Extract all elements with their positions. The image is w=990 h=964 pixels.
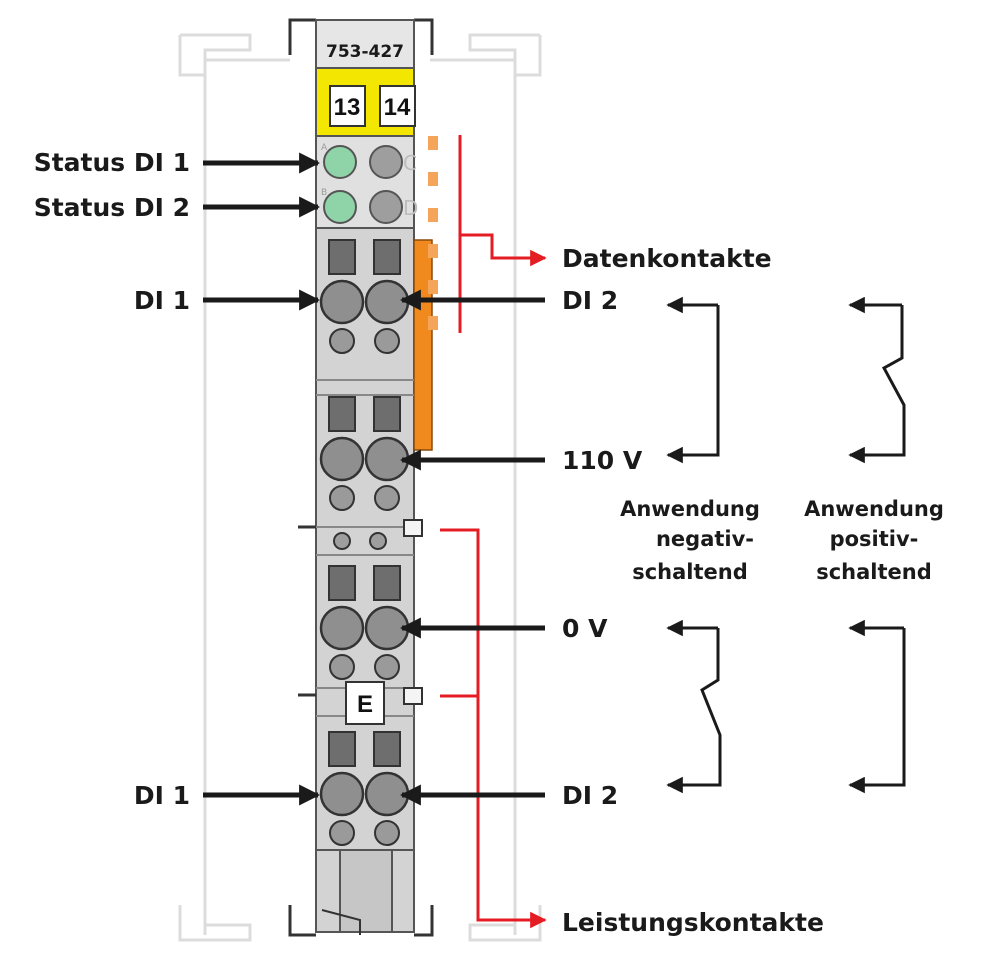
label-0v: 0 V [562,614,608,643]
label-110v: 110 V [562,446,643,475]
label-negative-line3: schaltend [632,560,748,584]
clamp-opening-2-1 [364,605,410,651]
test-socket-1-1 [374,485,400,511]
clamp-release-1-0 [328,396,356,432]
label-power-contacts: Leistungskontakte [562,908,824,937]
label-di1-top: DI 1 [134,286,190,315]
led-b [323,190,357,224]
positive-switching-wiring [848,296,906,794]
label-positive-line2: positiv- [830,527,919,551]
clamp-opening-3-0 [319,771,365,817]
right-arrows [399,289,545,806]
terminal-number-13: 13 [334,94,361,121]
label-di2-top: DI 2 [562,286,618,315]
led-c [369,145,403,179]
clamp-opening-1-1 [364,436,410,482]
clamp-groups [319,239,410,846]
test-socket-3-1 [374,820,400,846]
negative-switching-wiring [666,296,722,794]
article-number: 753-427 [326,42,404,62]
left-arrows [203,152,321,806]
status-leds: A B C D [321,143,418,224]
led-a [323,145,357,179]
label-negative-line1: Anwendung [620,497,760,521]
clamp-release-3-0 [328,731,356,767]
clamp-opening-0-0 [319,279,365,325]
clamp-opening-2-0 [319,605,365,651]
clamp-release-2-0 [328,565,356,601]
label-positive-line1: Anwendung [804,497,944,521]
power-contacts-bracket [440,528,547,929]
test-socket-3-0 [329,820,355,846]
neighbour-outline [178,33,542,942]
label-data-contacts: Datenkontakte [562,244,772,273]
marker-box [345,681,385,725]
label-di1-bottom: DI 1 [134,781,190,810]
test-socket-2-0 [329,654,355,680]
test-socket-1-0 [329,485,355,511]
test-socket-0-1 [374,328,400,354]
clamp-release-1-1 [373,396,401,432]
led-letter-d: D [403,196,418,220]
label-di2-bottom: DI 2 [562,781,618,810]
clamp-opening-0-1 [364,279,410,325]
terminal-number-14: 14 [384,94,411,121]
clamp-opening-3-1 [364,771,410,817]
label-status-di2: Status DI 2 [34,193,190,222]
clamp-release-2-1 [373,565,401,601]
label-status-di1: Status DI 1 [34,148,190,177]
clamp-release-3-1 [373,731,401,767]
marker-letter: E [357,691,373,718]
label-positive-line3: schaltend [816,560,932,584]
clamp-opening-1-0 [319,436,365,482]
clamp-release-0-0 [328,239,356,275]
label-negative-line2: negativ- [656,527,754,551]
clamp-release-0-1 [373,239,401,275]
test-socket-2-1 [374,654,400,680]
data-contacts-bracket [458,135,547,333]
led-letter-c: C [403,151,417,175]
led-d [369,190,403,224]
test-socket-0-0 [329,328,355,354]
led-letter-b: B [321,188,327,198]
led-letter-a: A [321,143,328,153]
